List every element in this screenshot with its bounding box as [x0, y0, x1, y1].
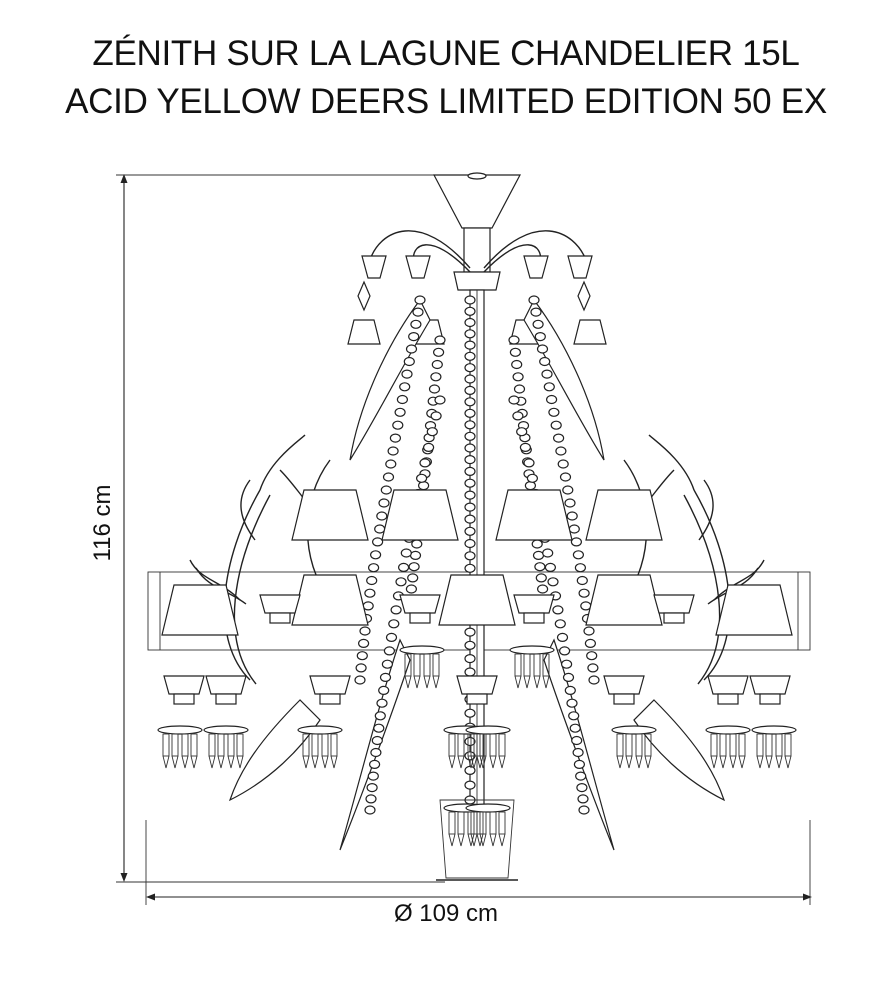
diameter-label: Ø 109 cm — [393, 900, 499, 927]
height-label: 116 cm — [89, 484, 116, 562]
height-dimension-line — [116, 174, 470, 883]
canopy — [433, 172, 521, 291]
title-line-1: ZÉNITH SUR LA LAGUNE CHANDELIER 15L — [92, 34, 800, 73]
diameter-dimension-line — [145, 820, 812, 905]
bottom-basket — [436, 799, 518, 881]
title-line-2: ACID YELLOW DEERS LIMITED EDITION 50 EX — [65, 82, 827, 121]
